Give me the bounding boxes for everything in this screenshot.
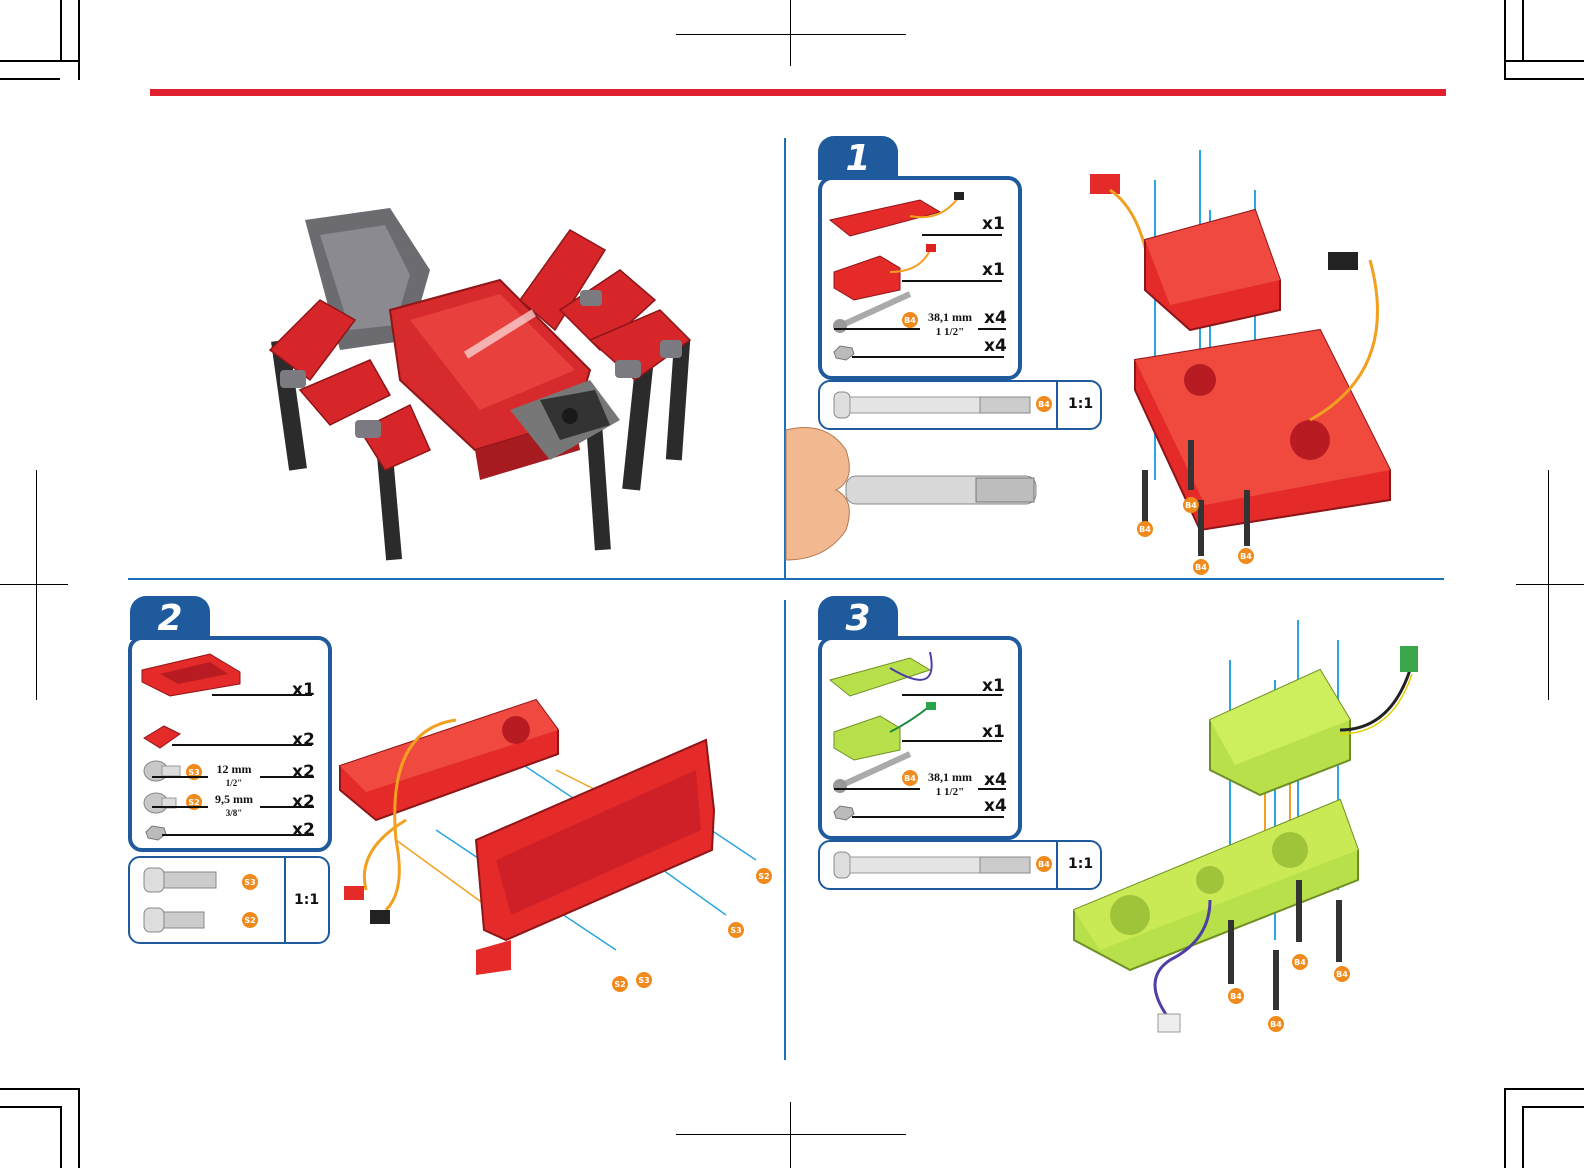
step-1-parts-box: x1 x1 B4 38,1 mm 1 1/2" x4 x4 [818, 176, 1022, 380]
step-2-parts-box: x1 x2 S3 12 mm 1/2" x2 S2 9,5 mm 3/8" x2… [128, 636, 332, 852]
callout-badge: B4 [1183, 497, 1199, 513]
callout-badge: B4 [1193, 559, 1209, 575]
nut-part-icon [144, 824, 168, 840]
part-qty: x1 [982, 260, 1005, 280]
bolt-length: 38,1 mm [922, 310, 978, 325]
bolt-actual-size-icon [834, 850, 1034, 880]
scale-badge: B4 [1036, 856, 1052, 872]
part-qty: x2 [292, 762, 315, 782]
red-clip-part-icon [142, 724, 182, 750]
part-qty: x1 [292, 680, 315, 700]
part-qty: x4 [984, 308, 1007, 328]
part-qty: x4 [984, 796, 1007, 816]
vertical-divider-bottom [784, 600, 786, 1060]
nut-part-icon [832, 804, 856, 820]
part-qty: x1 [982, 214, 1005, 234]
red-frame-part-icon [140, 648, 250, 696]
callout-badge: B4 [1238, 548, 1254, 564]
part-badge: S2 [186, 794, 202, 810]
part-qty: x4 [984, 336, 1007, 356]
step-number: 3 [845, 598, 870, 639]
callout-badge: S2 [756, 868, 772, 884]
green-servo-base-part-icon [830, 648, 960, 700]
callout-badge: B4 [1334, 966, 1350, 982]
callout-badge: S2 [612, 976, 628, 992]
screw-length: 9,5 mm [208, 792, 260, 807]
scale-badge: S3 [242, 874, 258, 890]
callout-badge: B4 [1268, 1016, 1284, 1032]
hand-holding-bolt-illustration [786, 420, 1036, 570]
part-badge: S3 [186, 764, 202, 780]
bolt-length: 38,1 mm [922, 770, 978, 785]
part-badge: B4 [902, 312, 918, 328]
bolt-actual-size-icon [834, 390, 1034, 420]
screws-actual-size-icon [144, 866, 224, 936]
part-qty: x2 [292, 792, 315, 812]
spider-robot-illustration [260, 190, 720, 570]
bolt-length-imperial: 1 1/2" [922, 326, 978, 338]
part-qty: x2 [292, 730, 315, 750]
callout-badge: B4 [1228, 988, 1244, 1004]
header-bar [150, 89, 1446, 96]
short-screw-12mm-icon [142, 758, 182, 784]
step-1-assembly-illustration [1080, 140, 1410, 580]
step-2-tab: 2 [130, 596, 210, 640]
part-qty: x1 [982, 676, 1005, 696]
step-number: 1 [845, 138, 870, 179]
scale-badge: S2 [242, 912, 258, 928]
scale-badge: B4 [1036, 396, 1052, 412]
callout-badge: S3 [728, 922, 744, 938]
callout-badge: B4 [1292, 954, 1308, 970]
screw-length-imperial: 3/8" [208, 808, 260, 818]
step-1-tab: 1 [818, 136, 898, 180]
step-number: 2 [157, 598, 182, 639]
step-3-scale-box: B4 1:1 [818, 840, 1102, 890]
scale-ratio: 1:1 [294, 892, 319, 908]
step-2-assembly-illustration [336, 690, 776, 990]
callout-badge: B4 [1137, 521, 1153, 537]
part-qty: x1 [982, 722, 1005, 742]
step-3-parts-box: x1 x1 B4 38,1 mm 1 1/2" x4 x4 [818, 636, 1022, 840]
nut-part-icon [832, 344, 856, 360]
screw-length-imperial: 1/2" [208, 778, 260, 788]
bolt-length-imperial: 1 1/2" [922, 786, 978, 798]
step-2-scale-box: S3 S2 1:1 [128, 856, 330, 944]
part-qty: x4 [984, 770, 1007, 790]
part-qty: x2 [292, 820, 315, 840]
short-screw-9mm-icon [142, 790, 182, 816]
step-3-tab: 3 [818, 596, 898, 640]
part-badge: B4 [902, 770, 918, 786]
screw-length: 12 mm [208, 762, 260, 777]
step-3-assembly-illustration [1070, 610, 1420, 1040]
callout-badge: S3 [636, 972, 652, 988]
